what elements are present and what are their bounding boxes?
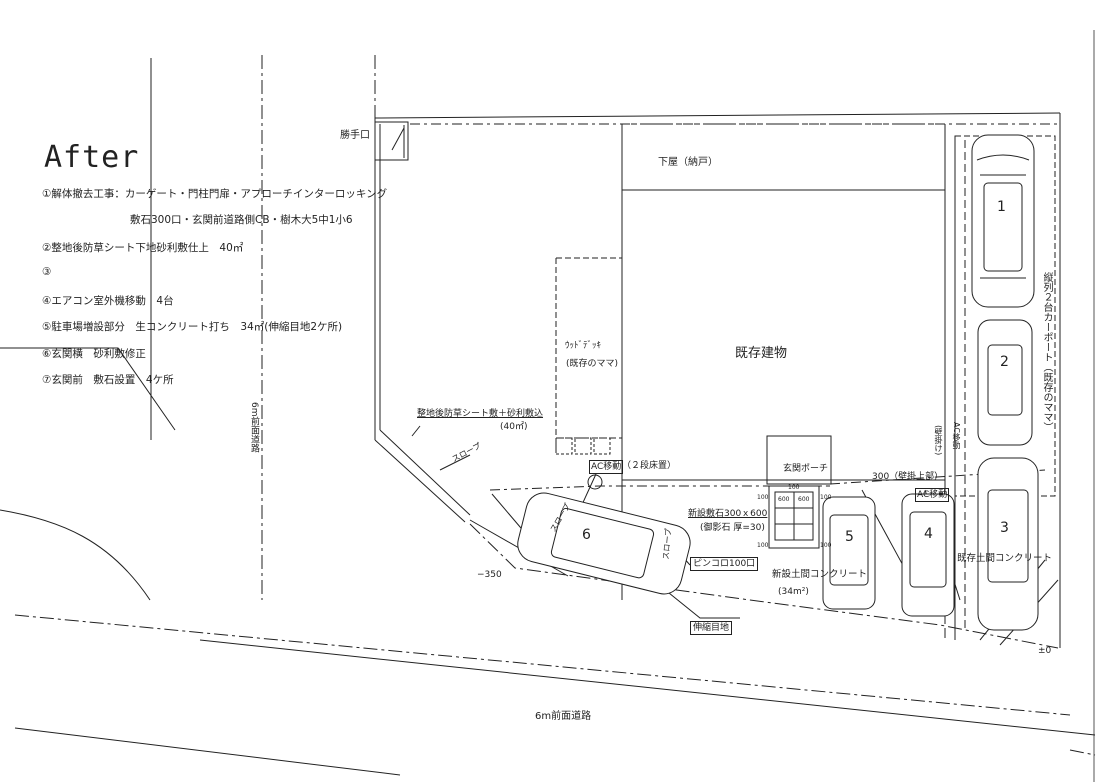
note-7: ⑦玄関前 敷石設置 4ケ所 <box>42 374 174 386</box>
boundary-top <box>375 113 1060 118</box>
label-ac-move-2: AC移動 <box>915 488 950 502</box>
front-road-edge-top <box>15 615 1070 715</box>
label-two-tier: （２段床置） <box>622 461 677 471</box>
side-road-curve <box>0 510 150 600</box>
label-wall-mount: 300（壁掛上部） <box>872 472 944 482</box>
car-number-2: 2 <box>1000 354 1009 370</box>
label-ac-move-3: AC移動 <box>952 422 961 449</box>
dim-600-b: 600 <box>798 496 810 503</box>
note-5: ⑤駐車場増設部分 生コンクリート打ち 34㎡(伸縮目地2ケ所) <box>42 321 343 333</box>
dim-600-a: 600 <box>778 496 790 503</box>
side-road-edge <box>0 348 175 430</box>
label-granite: (御影石 厚=30) <box>700 523 765 533</box>
label-genkan-porch: 玄関ポーチ <box>783 464 829 474</box>
label-front-road: 6m前面道路 <box>535 711 592 722</box>
car-2 <box>978 320 1032 445</box>
car-3 <box>978 458 1038 630</box>
boundary-diagonal-inner <box>380 430 470 515</box>
car-number-4: 4 <box>924 526 933 542</box>
label-side-road: 6m前面道路 <box>249 402 259 453</box>
note-1: ①解体撤去工事：カーゲート・門柱門扉・アプローチインターロッキング <box>42 188 388 200</box>
dim-100-a: 100 <box>757 494 769 501</box>
car-number-3: 3 <box>1000 520 1009 536</box>
label-kattekuchi: 勝手口 <box>340 130 370 141</box>
genkan-porch-box <box>767 436 831 484</box>
label-wood-deck-note: (既存のママ) <box>566 359 619 369</box>
label-level-zero: ±0 <box>1038 646 1052 656</box>
dim-100-e: 100 <box>788 484 800 491</box>
note-6: ⑥玄関横 砂利敷修正 <box>42 348 146 360</box>
car-5 <box>823 497 875 609</box>
paving-stone-area <box>769 486 819 548</box>
note-2: ②整地後防草シート下地砂利敷仕上 40㎡ <box>42 242 244 254</box>
car-1 <box>972 135 1034 307</box>
note-3: ③ <box>42 266 52 278</box>
front-road-edge-mid <box>200 640 1095 735</box>
front-road-edge-bottom <box>15 728 400 775</box>
boundary-diagonal <box>375 440 465 522</box>
car-6 <box>514 489 694 598</box>
car-4 <box>902 494 954 616</box>
car-number-1: 1 <box>997 199 1006 215</box>
dim-100-c: 100 <box>820 494 832 501</box>
page-title: After <box>44 140 140 175</box>
label-ac-move-1: AC移動 <box>589 460 624 474</box>
label-existing-concrete: 既存土間コンクリート <box>957 553 1053 564</box>
lot-lower-boundary <box>470 524 1058 648</box>
label-gravel-area: (40㎡) <box>500 422 528 432</box>
note-4: ④エアコン室外機移動 4台 <box>42 295 174 307</box>
label-carport: 縦列２台カーポート（既存のママ） <box>1041 272 1052 432</box>
label-new-concrete-area: (34m²) <box>778 587 809 597</box>
label-gravel: 整地後防草シート敷＋砂利敷込 <box>417 409 544 419</box>
dim-100-d: 100 <box>820 542 832 549</box>
note-1b: 敷石300口・玄関前道路側CB・樹木大5中1小6 <box>130 214 353 226</box>
label-new-paving: 新設敷石300ｘ600 <box>688 509 768 519</box>
label-level-minus350: −350 <box>477 570 502 580</box>
label-wood-deck: ｳｯﾄﾞﾃﾞｯｷ <box>565 341 602 351</box>
label-wall-mount-2: (壁掛け) <box>934 425 943 456</box>
label-expansion-joint: 伸縮目地 <box>690 621 733 635</box>
label-pinkoro: ピンコロ100口 <box>690 557 759 571</box>
label-shimoya: 下屋（納戸） <box>658 157 718 168</box>
dim-100-b: 100 <box>757 542 769 549</box>
car-number-6: 6 <box>582 527 591 543</box>
car-number-5: 5 <box>845 529 854 545</box>
slope-arrow-1 <box>440 455 470 470</box>
label-existing-building: 既存建物 <box>735 346 788 361</box>
kattekuchi-box <box>375 122 408 160</box>
label-new-concrete: 新設土間コンクリート <box>772 569 868 580</box>
